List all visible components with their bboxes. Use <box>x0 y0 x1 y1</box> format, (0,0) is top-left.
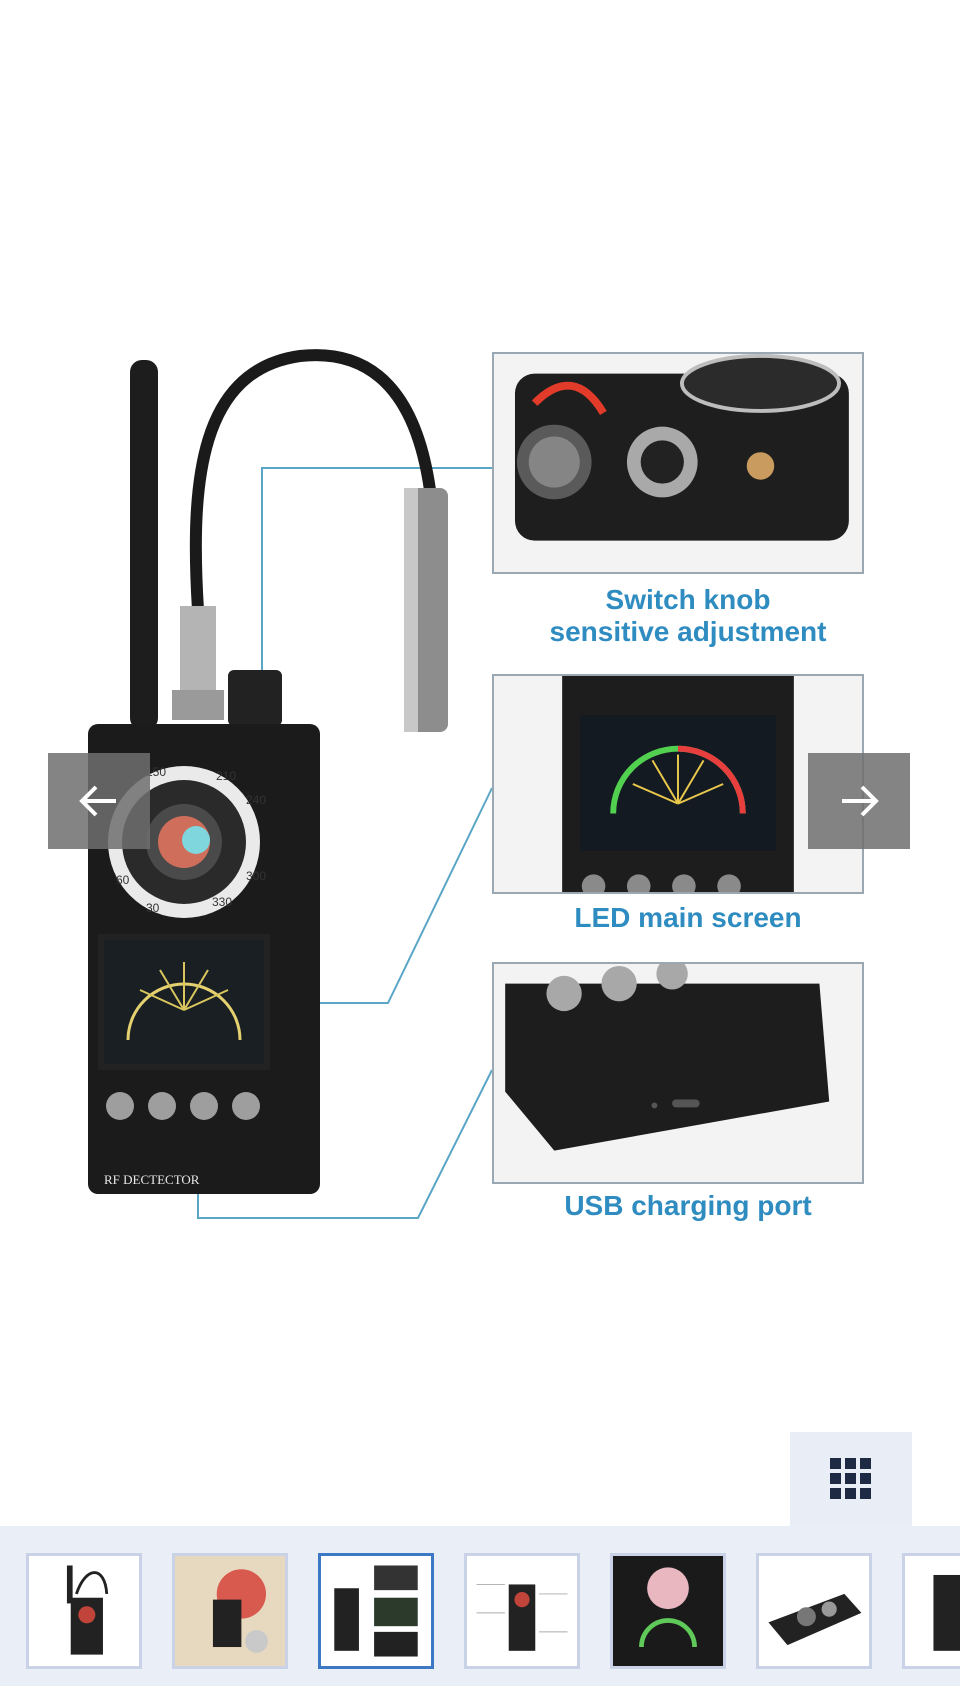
caption-screen: LED main screen <box>574 902 802 933</box>
caption-usb: USB charging port <box>564 1190 812 1221</box>
previous-image-button[interactable] <box>48 753 150 849</box>
gallery-grid-button[interactable] <box>790 1432 912 1526</box>
detail-panel-knob <box>492 352 864 574</box>
rf-detector-device: 210 240 300 330 30 60 150 RF DECTECTOR <box>88 349 493 1219</box>
dial-number: 30 <box>146 901 160 915</box>
thumbnail-6[interactable] <box>756 1553 872 1669</box>
thumbnail-strip <box>0 1526 960 1686</box>
thumbnail-1[interactable] <box>26 1553 142 1669</box>
thumbnail-2[interactable] <box>172 1553 288 1669</box>
dial-number: 330 <box>212 895 232 909</box>
dial-number: 150 <box>146 765 166 779</box>
caption-knob: Switch knob sensitive adjustment <box>549 584 827 647</box>
next-image-button[interactable] <box>808 753 910 849</box>
detail-panel-screen <box>492 674 864 894</box>
detail-panel-usb <box>492 962 864 1184</box>
device-label: RF DECTECTOR <box>104 1172 200 1187</box>
grid-icon <box>830 1458 871 1499</box>
dial-number: 210 <box>216 769 236 783</box>
dial-number: 300 <box>246 869 266 883</box>
arrow-right-icon <box>842 785 879 817</box>
thumbnail-5[interactable] <box>610 1553 726 1669</box>
thumbnail-3[interactable] <box>318 1553 434 1669</box>
thumbnail-7[interactable] <box>902 1553 960 1669</box>
dial-number: 60 <box>116 873 130 887</box>
product-image-viewer: 210 240 300 330 30 60 150 RF DECTECTOR <box>48 349 912 1526</box>
dial-number: 240 <box>246 793 266 807</box>
arrow-left-icon <box>79 785 116 817</box>
thumbnail-4[interactable] <box>464 1553 580 1669</box>
